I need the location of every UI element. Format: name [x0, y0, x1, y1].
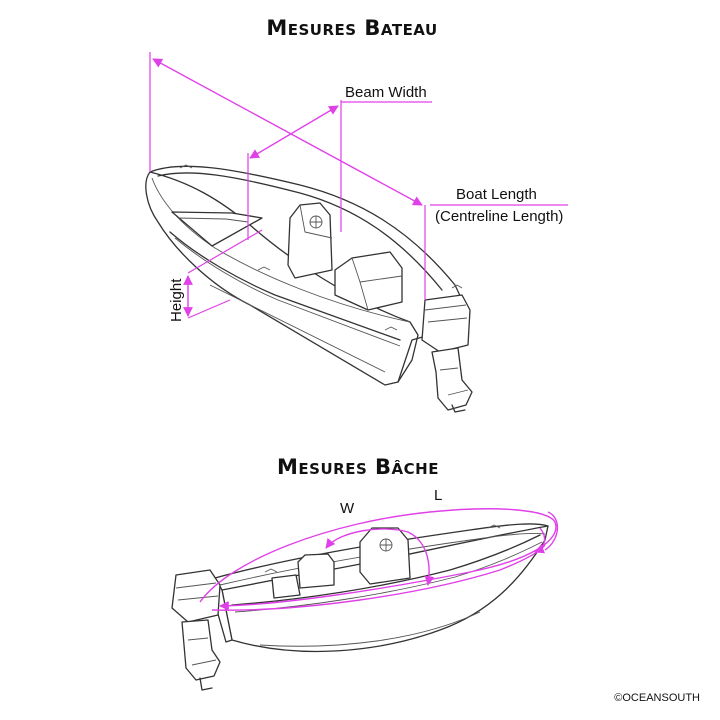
- cover-length-loop: [199, 508, 557, 611]
- beam-width-label: Beam Width: [345, 84, 427, 101]
- bottom-measurement-lines: [199, 508, 559, 611]
- cover-width-loop: [325, 528, 435, 586]
- cover-length-label: L: [434, 487, 442, 504]
- boat-length-arrow: [152, 58, 423, 206]
- beam-width-arrow: [249, 105, 339, 159]
- boat-measurements-title: Mesures Bateau: [266, 16, 437, 40]
- boat-length-label: Boat Length: [456, 186, 537, 203]
- copyright-text: ©OCEANSOUTH: [614, 692, 700, 704]
- bottom-boat-illustration: [171, 523, 549, 691]
- top-measurement-lines: [149, 52, 568, 319]
- cover-measurements-title: Mesures Bâche: [277, 455, 439, 479]
- cover-width-label: W: [340, 500, 355, 517]
- top-outboard-motor: [421, 294, 473, 413]
- bottom-outboard-motor: [171, 569, 221, 691]
- top-boat-illustration: [145, 164, 473, 413]
- height-label: Height: [168, 278, 185, 322]
- centreline-length-label: (Centreline Length): [435, 208, 563, 225]
